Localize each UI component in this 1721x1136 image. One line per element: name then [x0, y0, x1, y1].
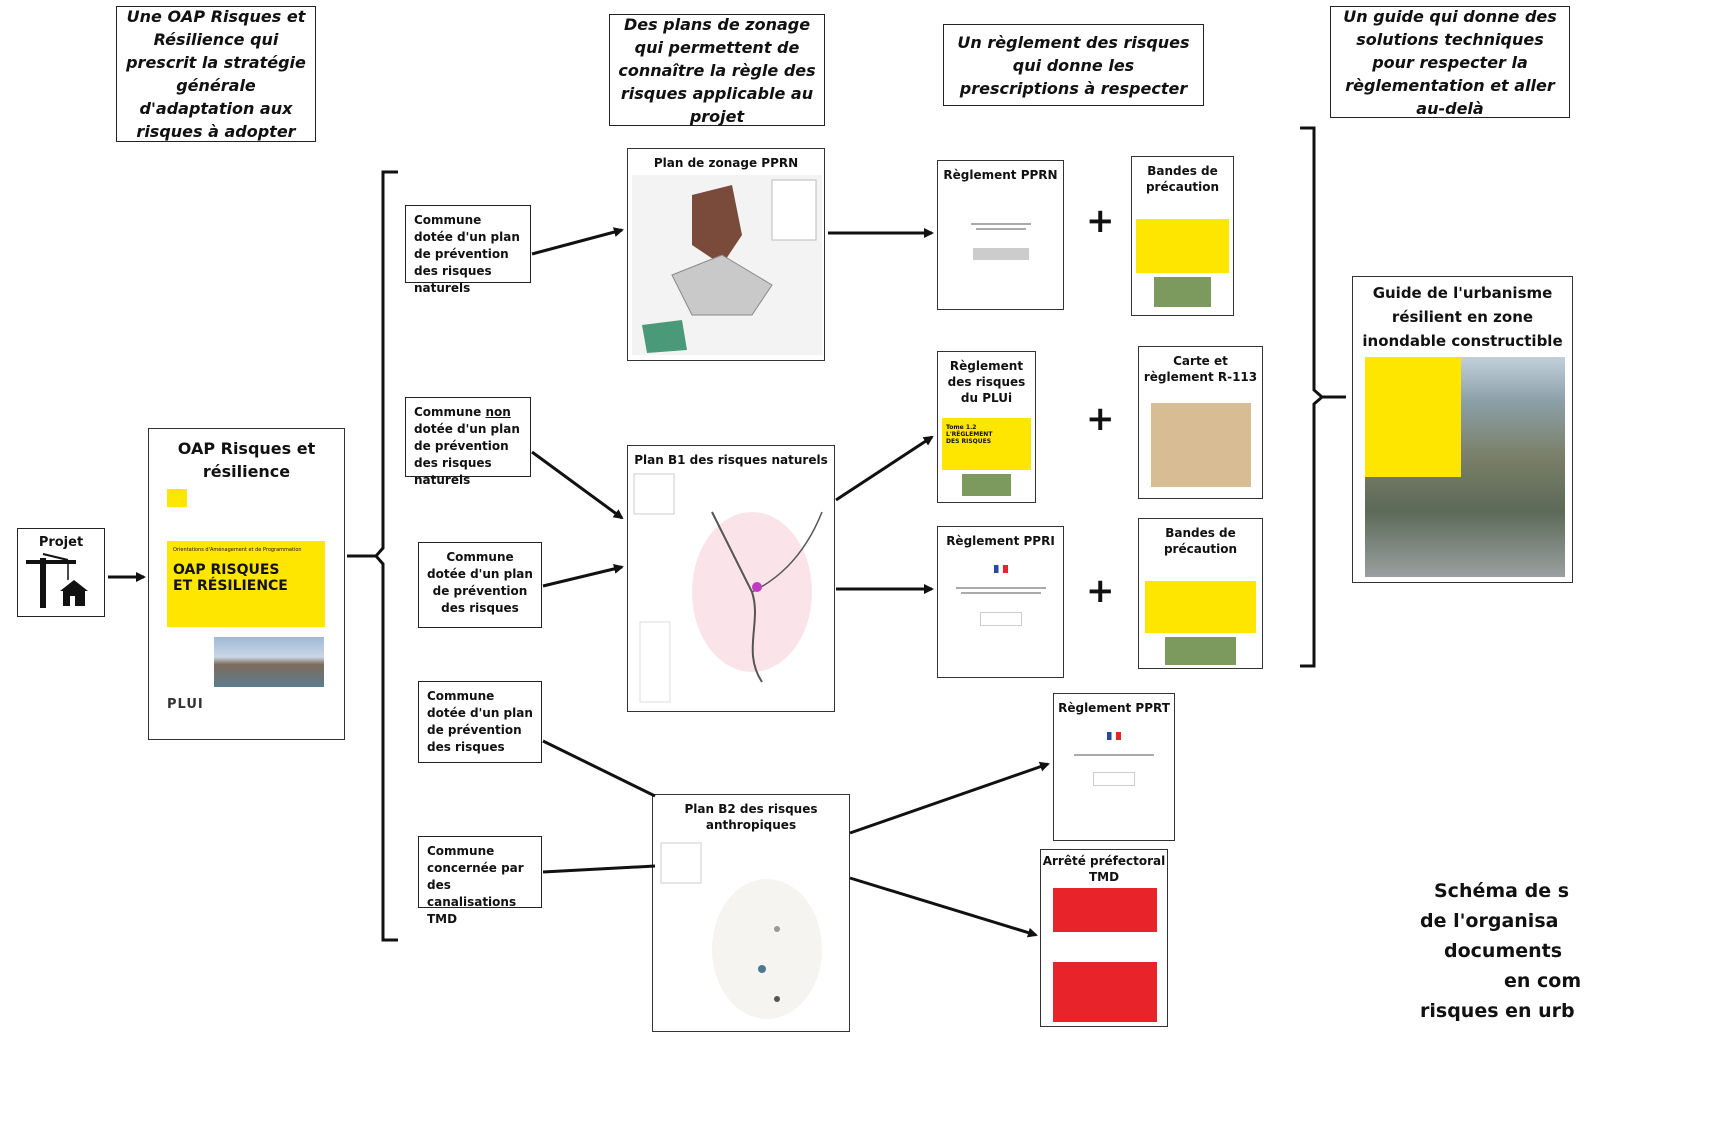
- plan-b1-title: Plan B1 des risques naturels: [634, 453, 828, 467]
- bandes2-photo: [1165, 637, 1236, 665]
- crane-house-icon: [26, 553, 88, 608]
- reglement-pprn-title: Règlement PPRN: [943, 168, 1058, 182]
- tome-line1: Tome 1.2: [946, 424, 977, 431]
- carte-map: [1151, 403, 1251, 487]
- guide-photo: [1365, 357, 1565, 577]
- projet-box: Projet: [17, 528, 105, 617]
- oap-brand: PLUI: [167, 697, 204, 712]
- commune-non-word: non: [485, 405, 511, 419]
- commune-non-pre: Commune: [414, 405, 486, 419]
- header-zonage: Des plans de zonage qui permettent de co…: [609, 14, 825, 126]
- reglement-pprn: Règlement PPRN: [937, 160, 1064, 310]
- caption-line2: de l'organisa: [1420, 910, 1559, 932]
- reglement-ppri-title: Règlement PPRI: [946, 534, 1055, 548]
- bandes-precaution-2: Bandes de précaution: [1138, 518, 1263, 669]
- oap-photo: [214, 637, 324, 687]
- doc-stamp: [979, 612, 1022, 626]
- caption: Schéma de s de l'organisa documents en c…: [1420, 876, 1721, 1026]
- doc-line: [955, 587, 1046, 589]
- tome-line2: L'RÈGLEMENT: [946, 431, 993, 438]
- guide-yellow-band: [1365, 357, 1461, 477]
- tome-line3: DES RISQUES: [946, 438, 992, 445]
- carte-r113: Carte et règlement R-113: [1138, 346, 1263, 499]
- bandes2-title: Bandes de précaution: [1163, 526, 1238, 556]
- oap-logo: [167, 489, 187, 507]
- header-guide: Un guide qui donne des solutions techniq…: [1330, 6, 1570, 118]
- oap-cover-line2: ET RÉSILIENCE: [173, 578, 288, 594]
- arrow-c3-b1: [542, 564, 624, 588]
- bandes2-cover: [1145, 581, 1256, 633]
- plan-pprn-map: [632, 175, 822, 355]
- guide-title: Guide de l'urbanisme résilient en zone i…: [1362, 284, 1563, 350]
- reglement-plui: Règlement des risques du PLUi Tome 1.2 L…: [937, 351, 1036, 503]
- left-bracket: [374, 170, 398, 942]
- bandes1-photo: [1154, 277, 1211, 307]
- arrete-tmd-cover-panel: [1053, 932, 1157, 962]
- plan-b1-map: [633, 473, 823, 703]
- arrete-tmd-cover: [1053, 888, 1157, 1022]
- line-c5-b2: [542, 864, 656, 874]
- commune-ppr-2: Commune dotée d'un plan de prévention de…: [418, 681, 542, 763]
- reglement-plui-title: Règlement des risques du PLUi: [947, 359, 1026, 405]
- doc-line: [970, 223, 1031, 225]
- oap-cover-subtitle: Orientations d'Aménagement et de Program…: [173, 547, 302, 553]
- plan-pprn-title: Plan de zonage PPRN: [653, 156, 799, 170]
- commune-non-pprn: Commune non dotée d'un plan de préventio…: [405, 397, 531, 487]
- doc-stamp: [1093, 772, 1135, 786]
- commune-pprn: Commune dotée d'un plan de prévention de…: [405, 205, 531, 295]
- oap-title: OAP Risques et résilience: [177, 439, 316, 481]
- plan-b2-title: Plan B2 des risques anthropiques: [684, 802, 818, 832]
- arrete-tmd-title: Arrêté préfectoral TMD: [1042, 854, 1166, 884]
- reglement-plui-photo: [962, 474, 1011, 496]
- flag-icon: [993, 565, 1008, 573]
- right-bracket: [1300, 126, 1325, 668]
- commune-ppr-1: Commune dotée d'un plan de prévention de…: [418, 542, 542, 628]
- bandes-precaution-1: Bandes de précaution: [1131, 156, 1234, 316]
- plan-b1: Plan B1 des risques naturels: [627, 445, 835, 712]
- reglement-pprt: Règlement PPRT: [1053, 693, 1175, 841]
- plus-sign: +: [1086, 201, 1115, 241]
- guide-urbanisme: Guide de l'urbanisme résilient en zone i…: [1352, 276, 1573, 583]
- arrow-b1-plui: [835, 435, 934, 502]
- plan-b2: Plan B2 des risques anthropiques: [652, 794, 850, 1032]
- doc-line: [960, 592, 1041, 594]
- reglement-pprt-title: Règlement PPRT: [1058, 701, 1170, 715]
- arrow-c2-b1: [531, 450, 624, 520]
- arrow-b2-pprt: [849, 761, 1050, 835]
- arrow-c1-pprn: [531, 227, 624, 256]
- oap-cover-band: Orientations d'Aménagement et de Program…: [167, 541, 325, 627]
- doc-line: [1074, 754, 1154, 756]
- doc-line: [975, 228, 1026, 230]
- plus-sign: +: [1086, 399, 1115, 439]
- flag-icon: [1107, 732, 1121, 740]
- caption-line3: documents: [1444, 940, 1563, 962]
- plus-sign: +: [1086, 571, 1115, 611]
- oap-cover-line1: OAP RISQUES: [173, 562, 280, 578]
- commune-tmd: Commune concernée par des canalisations …: [418, 836, 542, 926]
- plan-b2-map: [660, 842, 822, 1019]
- caption-line1: Schéma de s: [1434, 880, 1570, 902]
- caption-line5: risques en urb: [1420, 1000, 1575, 1022]
- header-oap: Une OAP Risques et Résilience qui prescr…: [116, 6, 316, 142]
- line-c4-b2: [542, 739, 656, 798]
- projet-label: Projet: [38, 535, 84, 550]
- caption-line4: en com: [1504, 970, 1582, 992]
- carte-title: Carte et règlement R-113: [1143, 354, 1258, 384]
- bandes1-title: Bandes de précaution: [1145, 164, 1220, 194]
- arrete-tmd: Arrêté préfectoral TMD: [1040, 849, 1168, 1027]
- bandes1-cover: [1136, 219, 1229, 273]
- doc-stamp: [972, 248, 1029, 260]
- reglement-ppri: Règlement PPRI: [937, 526, 1064, 678]
- commune-non-post: dotée d'un plan de prévention des risque…: [414, 422, 520, 487]
- reglement-plui-cover: Tome 1.2 L'RÈGLEMENT DES RISQUES: [942, 418, 1031, 470]
- header-reglement: Un règlement des risques qui donne les p…: [943, 24, 1204, 106]
- oap-document: OAP Risques et résilience Orientations d…: [148, 428, 345, 740]
- arrow-b2-tmd: [849, 876, 1038, 938]
- plan-zonage-pprn: Plan de zonage PPRN: [627, 148, 825, 361]
